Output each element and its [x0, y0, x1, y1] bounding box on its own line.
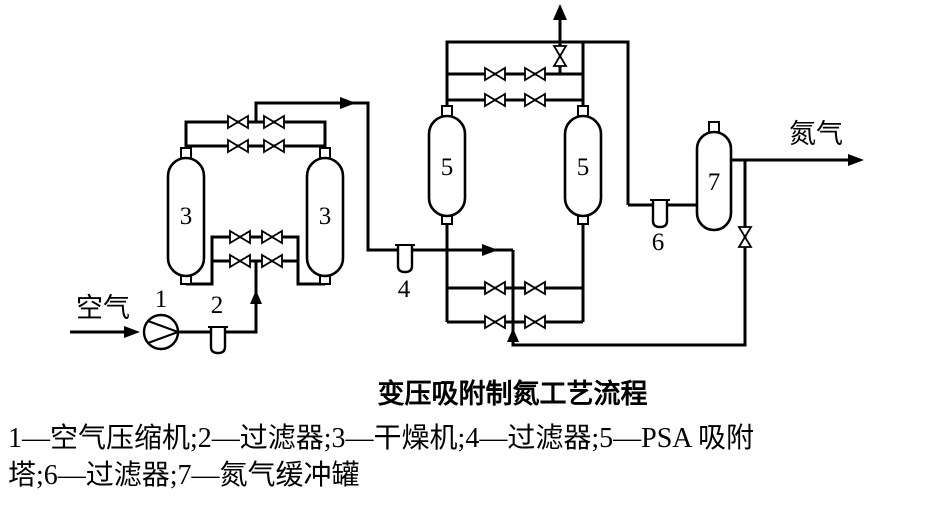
valve-icon [524, 67, 546, 81]
valve-icon [484, 315, 506, 329]
dryer-outlet-arrow-icon [340, 97, 356, 109]
valve-icon [484, 67, 506, 81]
valve-icon [263, 115, 285, 129]
diagram-caption: 1—空气压缩机;2—过滤器;3—干燥机;4—过滤器;5—PSA 吸附 塔;6—过… [8, 421, 922, 495]
dryer-left-top-nozzle [180, 147, 192, 159]
valve-icon [484, 93, 506, 107]
psa-bottom-manifold [445, 224, 585, 324]
valve-icon [524, 281, 546, 295]
compressor-blades [147, 320, 179, 344]
tank-top-nozzle [708, 121, 720, 133]
psa-left-vessel [427, 114, 467, 218]
tank-vessel [695, 130, 733, 232]
dryer-right-vessel [305, 156, 345, 278]
nitrogen-out-arrow-icon [848, 154, 864, 166]
dryer-bottom-manifold [186, 235, 325, 286]
psa-tower-right-5 [563, 105, 603, 225]
tank-number: 7 [708, 169, 721, 196]
valve-icon [227, 139, 249, 153]
return-valve-icon [738, 226, 752, 248]
flow-arrows [124, 4, 864, 342]
psa-right-number: 5 [577, 154, 590, 181]
dryer-feed-up-arrow-icon [250, 290, 262, 304]
purge-up-arrow-icon [507, 328, 519, 342]
exhaust-valve-icon [553, 45, 567, 67]
compressor-discharge-pipe [178, 261, 258, 334]
nitrogen-outlet-label: 氮气 [789, 119, 843, 149]
air-inlet-arrow-icon [124, 326, 140, 338]
purge-return-pipe [511, 160, 747, 347]
valve-icon [261, 230, 283, 244]
process-flow-diagram: 空气 1 2 3 3 4 5 5 6 7 氮气 [70, 4, 864, 355]
psa-top-manifold [447, 72, 583, 102]
dryer-right-top-nozzle [319, 147, 331, 159]
compressor-1 [142, 313, 180, 351]
dryer-left-vessel [166, 156, 206, 278]
filter-6-body [651, 200, 669, 229]
filter6-number: 6 [652, 229, 665, 256]
psa-right-top-nozzle [577, 105, 589, 117]
psa-left-number: 5 [441, 154, 454, 181]
psa-flow-svg: 空气 1 2 3 3 4 5 5 6 7 氮气 [70, 4, 864, 355]
filter-6 [650, 199, 670, 229]
valve-icon [484, 281, 506, 295]
filter-4 [395, 244, 415, 274]
valve-icon [227, 115, 249, 129]
filter-2 [208, 326, 228, 355]
dryer-left-number: 3 [180, 203, 193, 230]
dryer-right-3 [305, 147, 345, 285]
psa-tower-left-5 [427, 105, 467, 225]
psa-feed-arrow-icon [482, 244, 498, 256]
valve-icon [524, 315, 546, 329]
dryer-right-number: 3 [319, 203, 332, 230]
diagram-labels: 空气 1 2 3 3 4 5 5 6 7 氮气 [76, 119, 843, 323]
dryer-left-3 [166, 147, 206, 285]
buffer-tank-7 [695, 121, 733, 232]
filter-2-body [209, 327, 227, 355]
valve-icon [524, 93, 546, 107]
air-inlet-label: 空气 [76, 293, 130, 323]
caption-line-2: 塔;6—过滤器;7—氮气缓冲罐 [8, 459, 360, 491]
psa-left-top-nozzle [441, 105, 453, 117]
caption-line-1: 1—空气压缩机;2—过滤器;3—干燥机;4—过滤器;5—PSA 吸附 [8, 423, 754, 454]
valve-icon [229, 230, 251, 244]
psa-right-vessel [563, 114, 603, 218]
compressor-number: 1 [155, 286, 168, 313]
compressor-symbol [142, 313, 180, 351]
dryer-top-manifold [184, 120, 327, 148]
valve-icon [229, 254, 251, 268]
filter2-number: 2 [211, 292, 224, 319]
diagram-title: 变压吸附制氮工艺流程 [377, 379, 648, 409]
filter-4-body [396, 245, 414, 274]
valve-icon [263, 139, 285, 153]
valve-icon [261, 254, 283, 268]
dryer-outlet-pipe [254, 101, 513, 252]
exhaust-up-arrow-icon [553, 4, 567, 20]
filter4-number: 4 [398, 276, 411, 303]
